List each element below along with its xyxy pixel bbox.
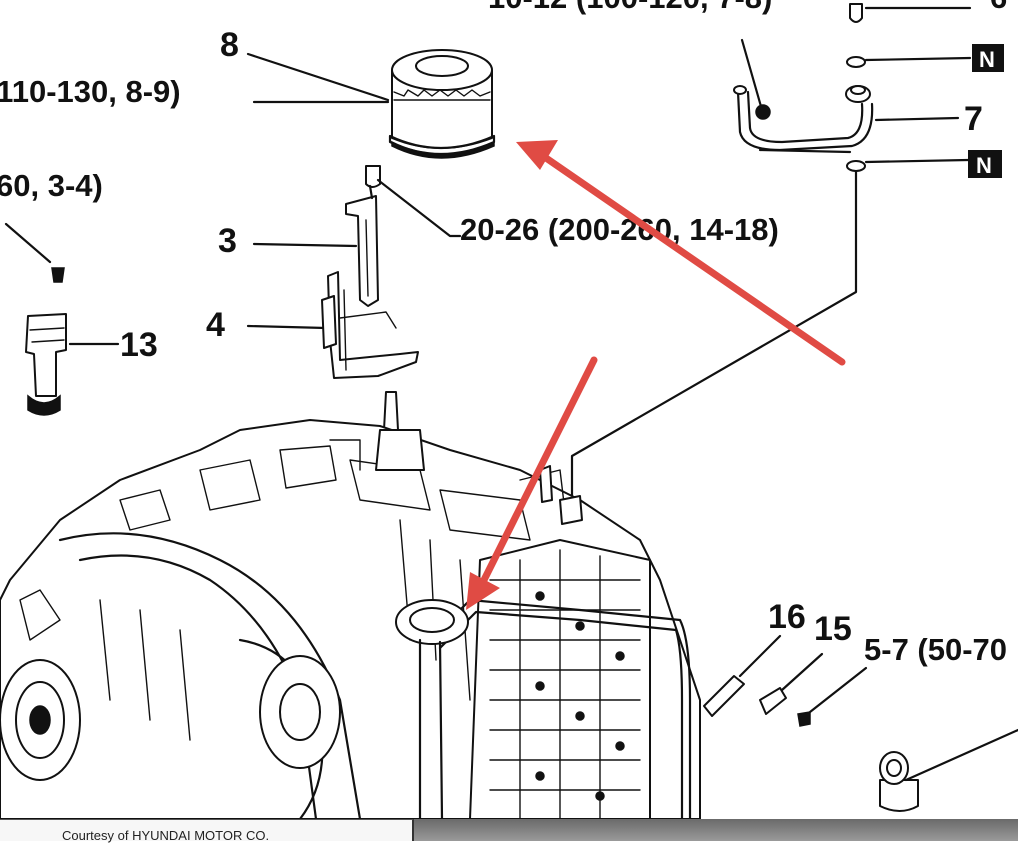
n-badge-1-text: N [979,47,995,72]
seal-washer-2 [846,160,866,172]
torque-label-top-left: 8 (110-130, 8-9) [0,74,181,109]
leader-line-pipe-to-case [570,170,858,514]
leader-line-seal-1 [864,56,972,62]
leader-line-torque-middle [376,178,462,238]
leader-line-8 [246,52,390,102]
part-label-8: 8 [220,26,239,64]
n-badge-1: N [972,44,1004,72]
leader-line-torque-right [808,666,868,714]
part-label-16: 16 [768,598,806,636]
part-label-7: 7 [964,100,983,138]
n-badge-2-text: N [976,153,992,178]
leader-line-pipe-bolt [740,38,764,112]
red-arrow-to-filler [466,356,598,610]
bracket-4 [321,271,419,379]
drain-plug [879,751,919,812]
part-16 [703,675,745,717]
red-arrow-to-filter [516,140,846,366]
bolt-5-7 [797,711,811,727]
leader-line-torque-left [4,222,52,264]
transaxle-case [0,419,701,819]
part-label-13: 13 [120,326,158,364]
torque-label-top-right: 10-12 (100-120, 7-8) [488,0,772,15]
exploded-parts-diagram: 10-12 (100-120, 7-8) 6 8 8 (110-130, 8-9… [0,0,1018,819]
leader-line-16 [738,634,782,678]
oil-pipe [733,85,874,154]
seal-washer-1 [846,56,866,68]
torque-label-middle: 20-26 (200-260, 14-18) [460,212,779,247]
part-15 [759,687,787,715]
bolt-20-26 [365,165,381,200]
sensor-bolt [51,267,65,283]
part-label-4: 4 [206,306,225,344]
leader-line-3 [252,242,358,248]
speed-sensor [25,313,67,416]
credit-box: Courtesy of HYUNDAI MOTOR CO. [0,819,414,843]
leader-line-15 [780,652,824,692]
dipstick-stub [383,391,399,431]
footer-bar: Courtesy of HYUNDAI MOTOR CO. [0,819,1018,843]
leader-line-4 [246,324,328,330]
torque-label-right: 5-7 (50-70 [864,632,1007,667]
part-label-top-right-cut: 6 [990,0,1007,15]
leader-line-drain-plug [904,728,1018,782]
bracket-3 [345,195,379,307]
part-label-3: 3 [218,222,237,260]
part-label-15: 15 [814,610,852,648]
leader-line-seal-2 [864,158,970,164]
leader-line-7 [874,116,960,122]
oil-filter [388,49,496,159]
footer-right-panel [414,819,1018,841]
pipe-bolt [755,104,771,120]
n-badge-2: N [968,150,1002,178]
top-bolt [849,3,863,23]
credit-text: Courtesy of HYUNDAI MOTOR CO. [62,828,270,843]
torque-label-left: 60, 3-4) [0,168,103,203]
